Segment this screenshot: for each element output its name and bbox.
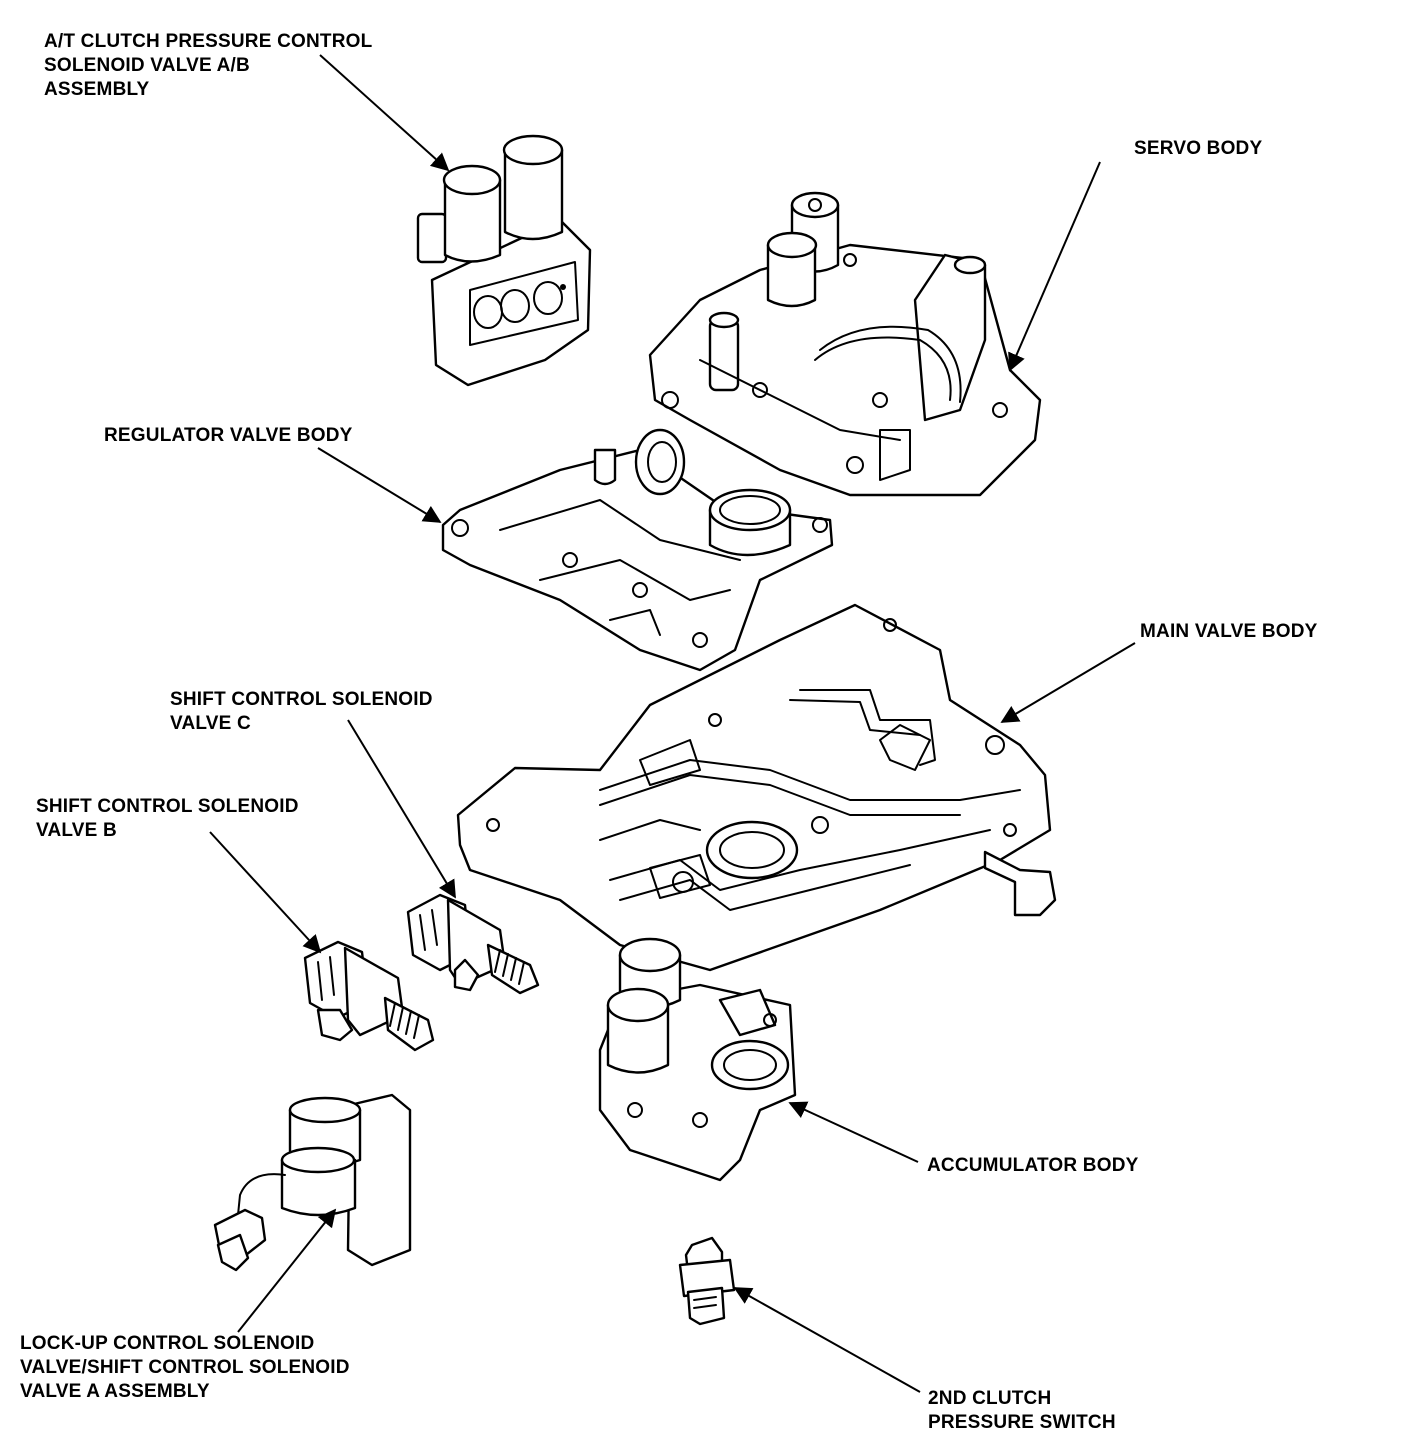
label-line: VALVE B xyxy=(36,820,117,841)
label-line: VALVE C xyxy=(170,713,251,734)
lockup-solenoid-assembly xyxy=(213,1093,412,1272)
label-at-clutch-solenoid: A/T CLUTCH PRESSURE CONTROL SOLENOID VAL… xyxy=(44,30,372,102)
label-line: SOLENOID VALVE A/B xyxy=(44,55,250,76)
label-shift-solenoid-c: SHIFT CONTROL SOLENOID VALVE C xyxy=(170,688,433,736)
main-valve-body xyxy=(456,603,1057,972)
label-line: VALVE/SHIFT CONTROL SOLENOID xyxy=(20,1357,350,1378)
leader-solenoid-c xyxy=(347,719,456,899)
leader-solenoid-b xyxy=(209,831,322,954)
shift-solenoid-valve-c xyxy=(406,893,540,995)
label-line: MAIN VALVE BODY xyxy=(1140,621,1318,642)
leader-clutch-switch xyxy=(733,1287,921,1393)
label-accumulator-body: ACCUMULATOR BODY xyxy=(927,1154,1139,1178)
leader-servo-body xyxy=(1008,161,1101,372)
label-line: PRESSURE SWITCH xyxy=(928,1412,1116,1433)
label-regulator-valve-body: REGULATOR VALVE BODY xyxy=(104,424,353,448)
label-line: ACCUMULATOR BODY xyxy=(927,1155,1139,1176)
servo-body xyxy=(648,191,1042,497)
clutch-pressure-switch xyxy=(678,1236,736,1326)
leader-at-clutch xyxy=(319,54,450,172)
label-line: 2ND CLUTCH xyxy=(928,1388,1052,1409)
label-line: SHIFT CONTROL SOLENOID xyxy=(170,689,433,710)
label-line: VALVE A ASSEMBLY xyxy=(20,1381,210,1402)
label-clutch-pressure-switch: 2ND CLUTCH PRESSURE SWITCH xyxy=(928,1387,1116,1435)
label-servo-body: SERVO BODY xyxy=(1134,137,1262,161)
label-line: A/T CLUTCH PRESSURE CONTROL xyxy=(44,31,373,52)
label-main-valve-body: MAIN VALVE BODY xyxy=(1140,620,1318,644)
leader-accumulator xyxy=(788,1101,919,1163)
leader-regulator xyxy=(317,447,442,523)
leader-main-valve xyxy=(1000,642,1136,723)
label-line: SHIFT CONTROL SOLENOID xyxy=(36,796,299,817)
accumulator-body xyxy=(598,937,797,1182)
label-line: ASSEMBLY xyxy=(44,79,150,100)
leader-lockup xyxy=(237,1208,337,1333)
label-lockup-solenoid: LOCK-UP CONTROL SOLENOID VALVE/SHIFT CON… xyxy=(20,1332,350,1404)
label-line: SERVO BODY xyxy=(1134,138,1263,159)
label-line: LOCK-UP CONTROL SOLENOID xyxy=(20,1333,315,1354)
at-clutch-solenoid-assembly xyxy=(416,134,592,387)
leader-lines xyxy=(209,54,1136,1393)
shift-solenoid-valve-b xyxy=(303,940,435,1052)
regulator-valve-body xyxy=(441,428,834,672)
label-line: REGULATOR VALVE BODY xyxy=(104,425,353,446)
label-shift-solenoid-b: SHIFT CONTROL SOLENOID VALVE B xyxy=(36,795,299,843)
